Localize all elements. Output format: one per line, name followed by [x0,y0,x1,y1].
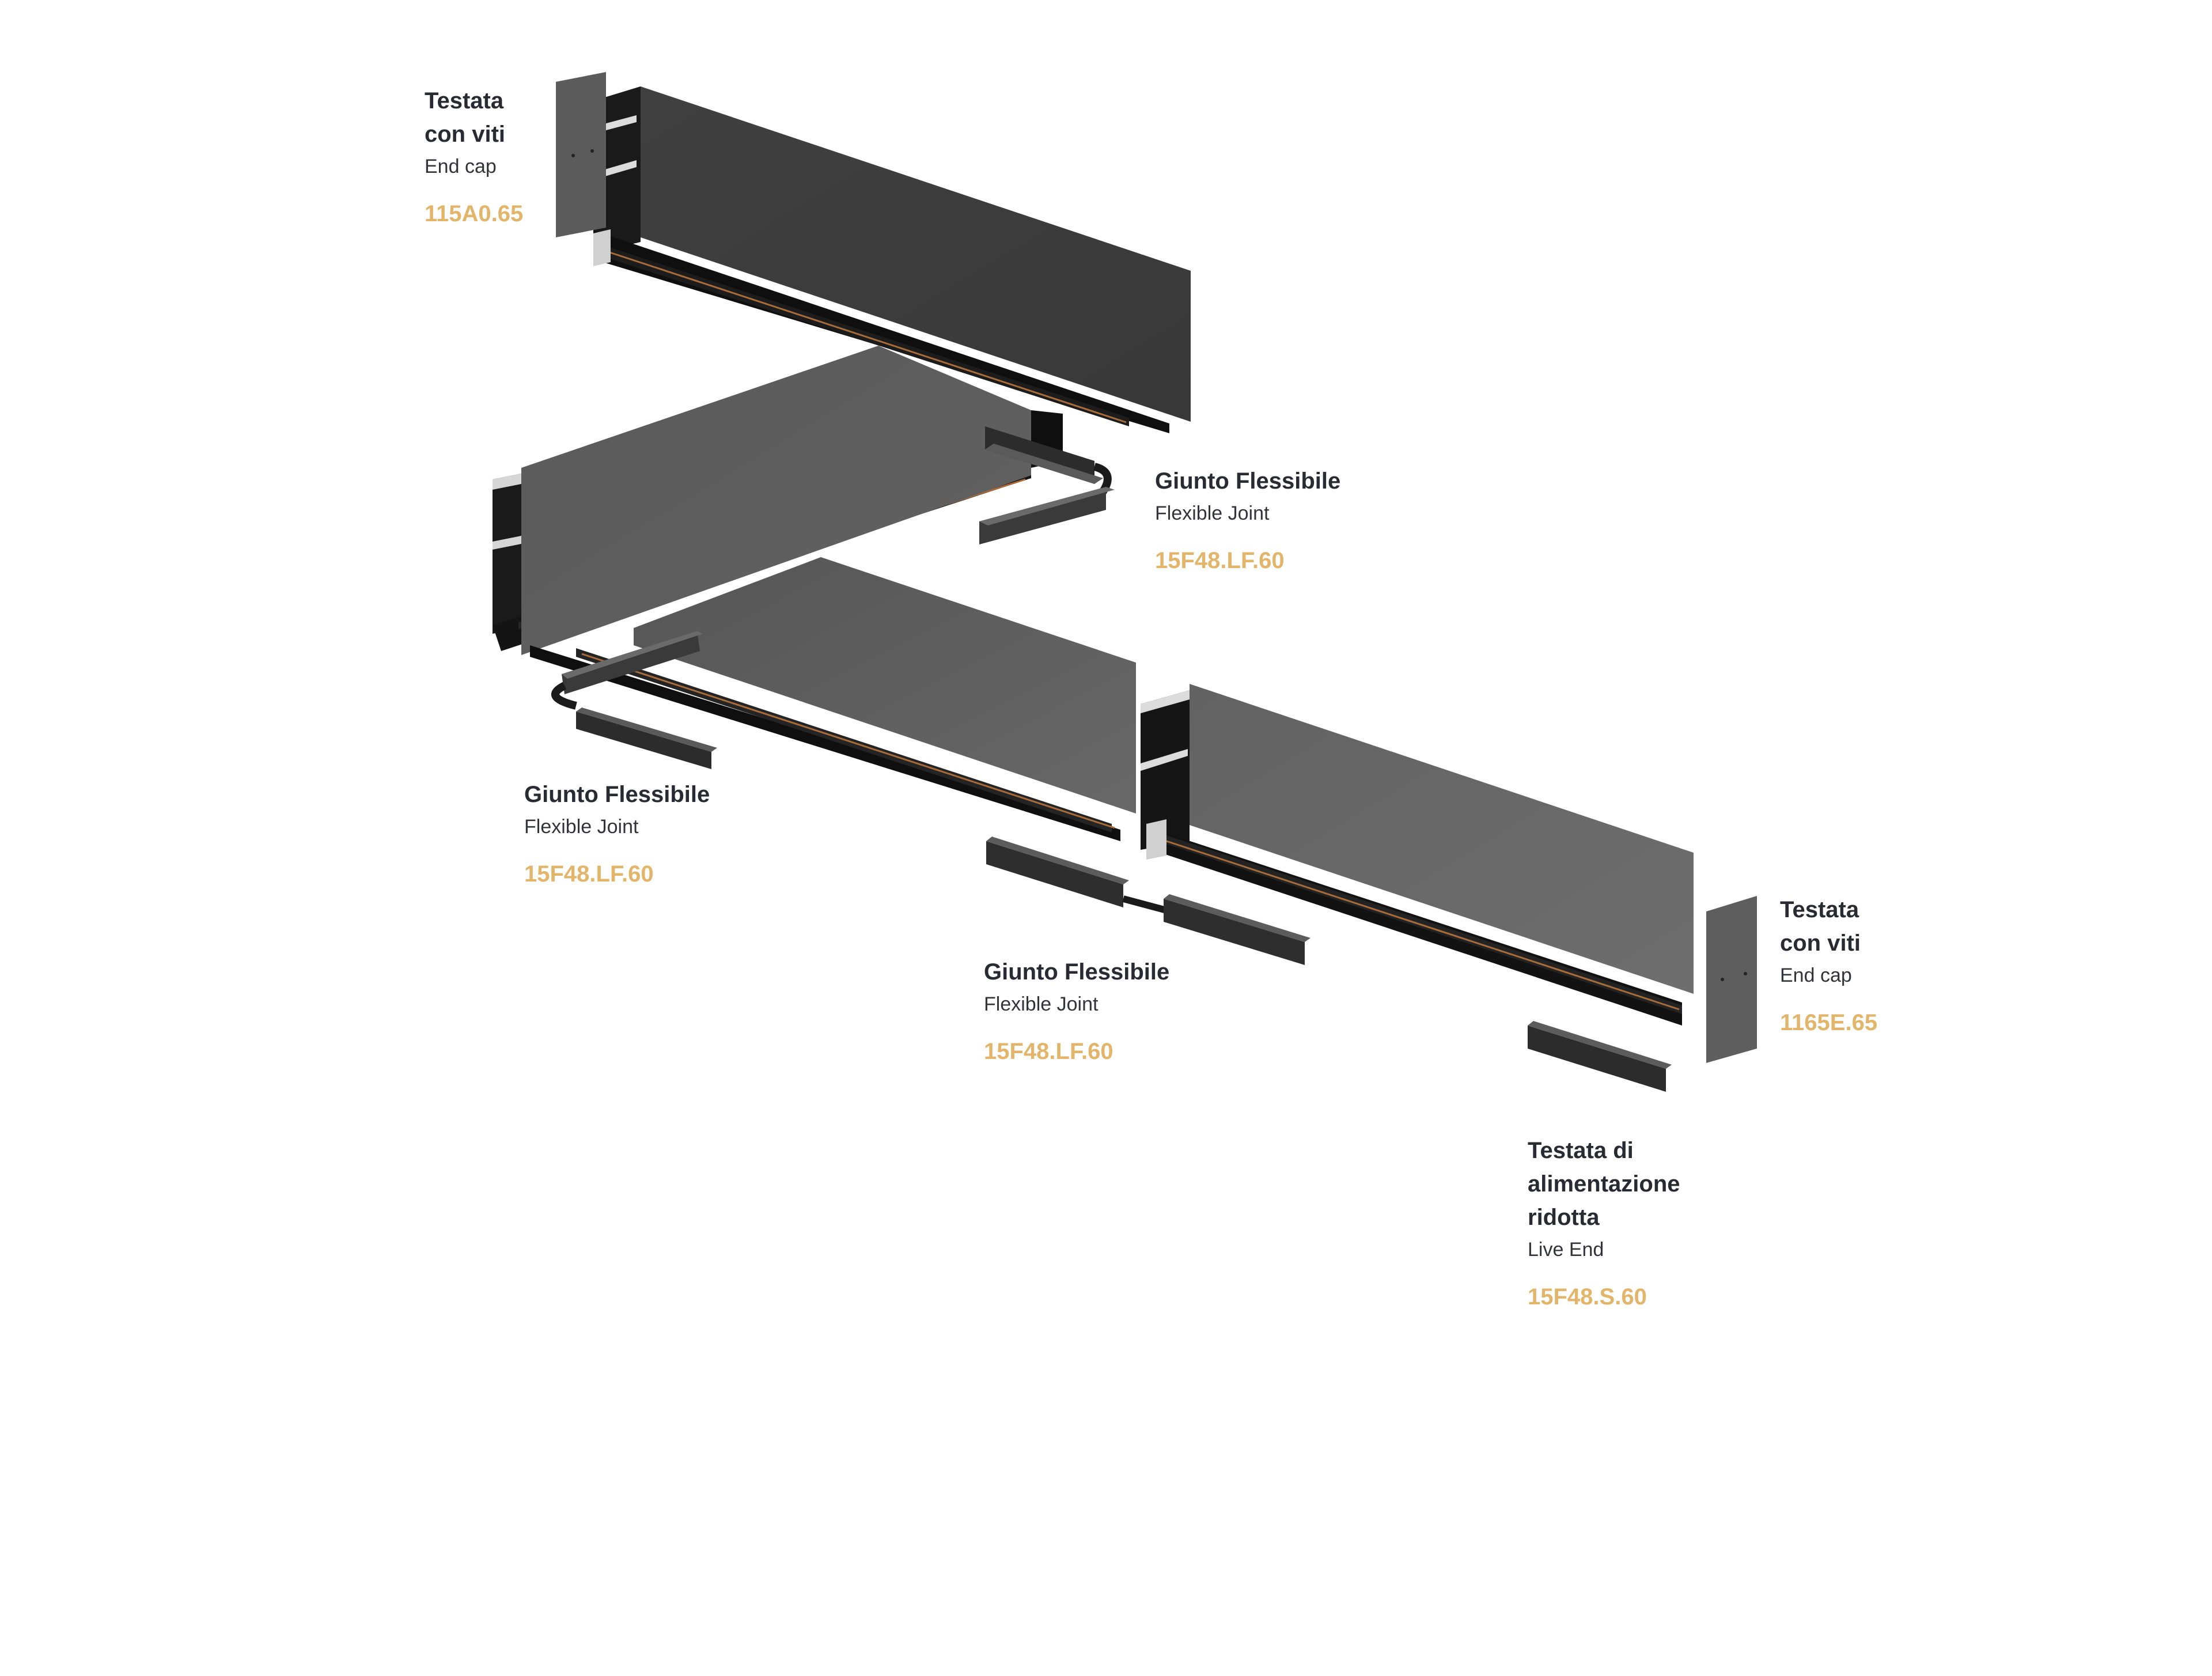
label-title: Giunto Flessibile [524,782,710,807]
label-subtitle: End cap [425,156,497,177]
live-end-part [1528,1021,1672,1092]
top-end-cap-part [556,72,606,237]
product-code: 15F48.LF.60 [984,1039,1113,1064]
label-end-cap-right: Testata con viti End cap 1165E.65 [1780,893,1877,1037]
flexible-joint-left-part [551,631,717,769]
middle-rail [493,346,1063,655]
top-rail-panel [641,86,1191,422]
right-rail [1141,684,1694,1026]
label-title: Testata di alimentazione ridotta [1528,1138,1680,1230]
product-code: 15F48.S.60 [1528,1284,1647,1310]
right-rail-panel [1190,684,1694,994]
product-code: 15F48.LF.60 [1155,548,1285,573]
label-end-cap-top-left: Testata con viti End cap 115A0.65 [425,84,523,228]
product-code: 115A0.65 [425,201,524,226]
label-subtitle: Flexible Joint [1155,502,1270,524]
label-flexible-joint-center: Giunto Flessibile Flexible Joint 15F48.L… [984,955,1169,1066]
label-live-end: Testata di alimentazione ridotta Live En… [1528,1134,1680,1311]
lower-middle-rail-panel [634,557,1136,814]
label-subtitle: Flexible Joint [984,993,1099,1015]
label-title: Testata con viti [425,88,506,147]
label-subtitle: Flexible Joint [524,816,639,838]
product-code: 15F48.LF.60 [524,861,654,887]
label-subtitle: Live End [1528,1239,1604,1261]
product-code: 1165E.65 [1780,1010,1878,1035]
label-title: Giunto Flessibile [1155,468,1341,494]
flexible-joint-upper-right-part [979,426,1115,544]
right-end-cap-part [1706,896,1757,1063]
label-subtitle: End cap [1780,964,1852,986]
lower-middle-rail [530,557,1136,841]
label-flexible-joint-left: Giunto Flessibile Flexible Joint 15F48.L… [524,778,710,888]
flexible-joint-center-part [986,837,1310,965]
label-flexible-joint-upper-right: Giunto Flessibile Flexible Joint 15F48.L… [1155,464,1340,575]
middle-rail-panel [521,346,1031,655]
label-title: Giunto Flessibile [984,959,1170,985]
top-rail [556,72,1191,433]
label-title: Testata con viti [1780,897,1861,956]
